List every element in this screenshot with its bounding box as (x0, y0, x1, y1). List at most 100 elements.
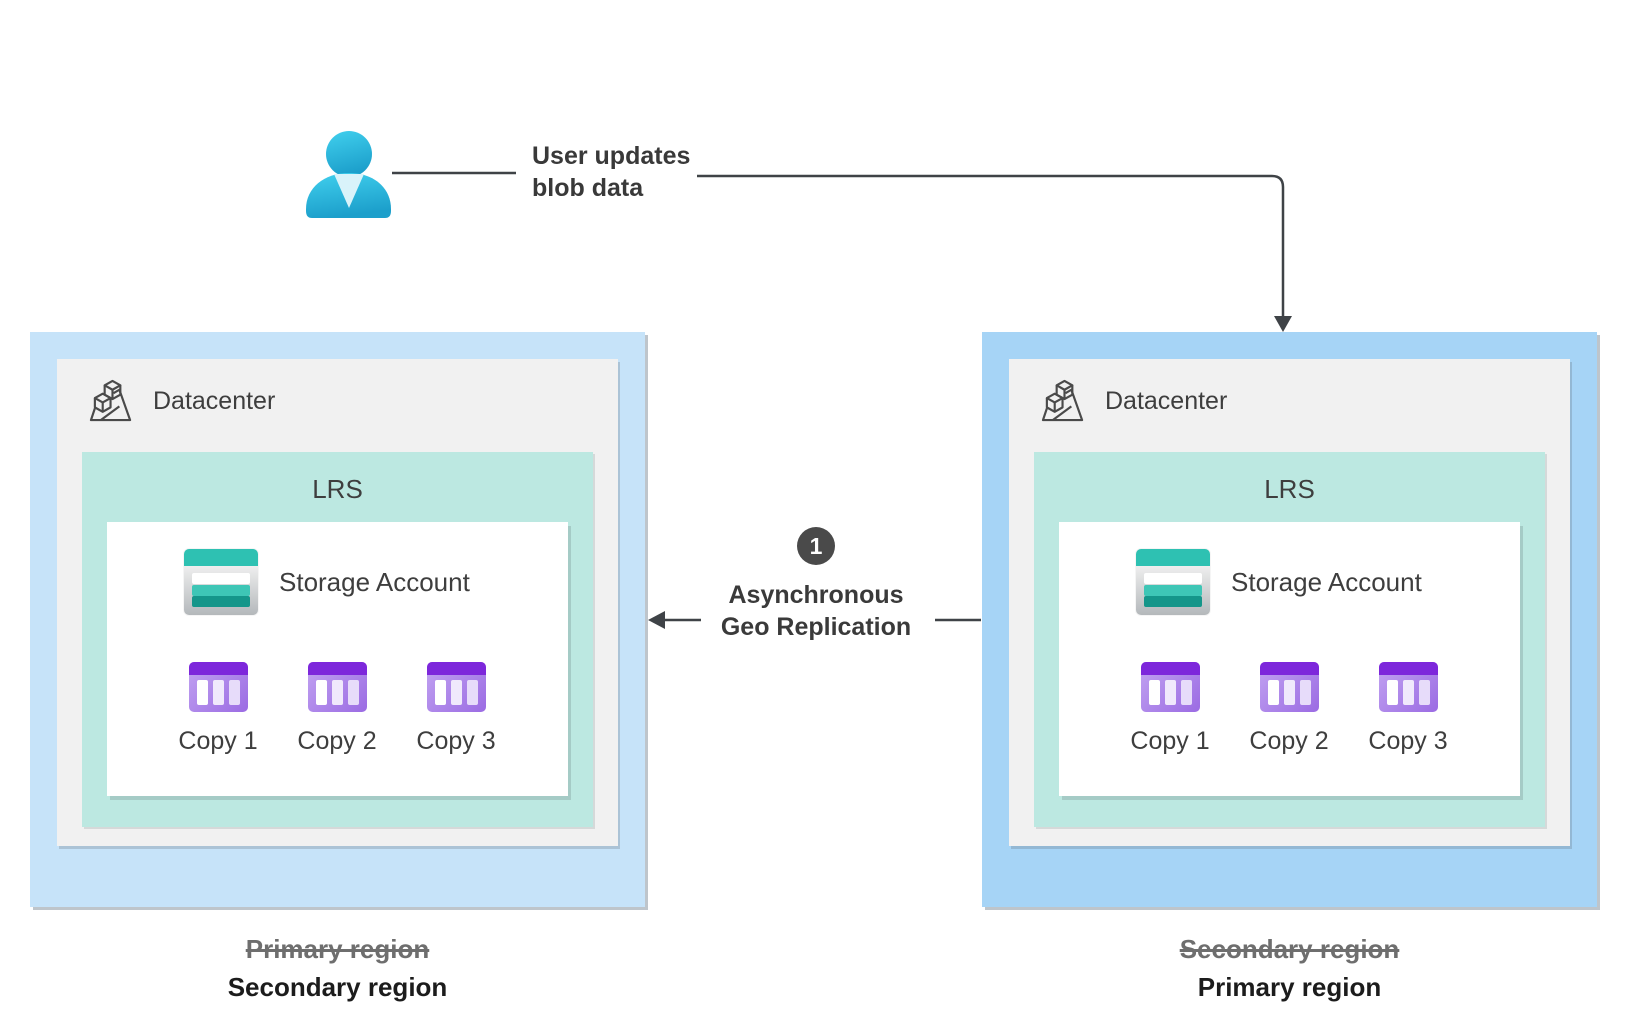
copy-icon-columns (1260, 675, 1319, 712)
copy-label: Copy 3 (416, 727, 496, 755)
table-copy-icon (1259, 662, 1319, 712)
geo-replication-arrowhead-icon (648, 611, 665, 629)
copy-icon-columns (1141, 675, 1200, 712)
copy-icon-column (228, 680, 240, 705)
table-copy-icon (1140, 662, 1200, 712)
datacenter-icon (89, 378, 136, 425)
table-copy-icon (188, 662, 248, 712)
copy-icon-header (1140, 662, 1200, 675)
region-left-box: Datacenter LRS (30, 332, 645, 907)
region-previous-role-label: Primary region (245, 934, 430, 964)
copy-icon-column (1148, 680, 1160, 705)
copy-icon-header (188, 662, 248, 675)
storage-account-row: Storage Account (1136, 549, 1422, 615)
lrs-box: LRS Storage Account (1034, 452, 1545, 827)
storage-icon-rows (1136, 566, 1210, 615)
storage-icon-header (184, 549, 258, 566)
copy-icon-column (212, 680, 224, 705)
copy-icon-header (1259, 662, 1319, 675)
storage-icon-row (1144, 584, 1202, 596)
datacenter-label: Datacenter (153, 386, 276, 415)
user-note-label: User updates blob data (532, 140, 690, 204)
update-flow-arrowhead-icon (1274, 316, 1292, 332)
table-copy-icon (426, 662, 486, 712)
region-right: Datacenter LRS (982, 332, 1597, 1032)
user-note-line1: User updates (532, 142, 691, 170)
copy-icon-column (466, 680, 478, 705)
copy-icon-columns (308, 675, 367, 712)
copy-icon-columns (427, 675, 486, 712)
storage-account-icon (184, 549, 258, 615)
datacenter-panel: Datacenter LRS (1009, 359, 1570, 846)
storage-icon-row (192, 584, 250, 596)
region-left: Datacenter LRS (30, 332, 645, 1032)
copy-label: Copy 2 (297, 727, 377, 755)
storage-account-row: Storage Account (184, 549, 470, 615)
copy-icon-column (1418, 680, 1430, 705)
copy-label: Copy 1 (178, 727, 258, 755)
storage-account-label: Storage Account (279, 566, 470, 597)
copy-icon-column (450, 680, 462, 705)
datacenter-header: Datacenter (89, 372, 275, 430)
user-person-icon (303, 124, 393, 219)
region-previous-role-label: Secondary region (1179, 934, 1400, 964)
region-right-box: Datacenter LRS (982, 332, 1597, 907)
copy-icon-column (1299, 680, 1311, 705)
storage-icon-row (1144, 596, 1202, 607)
copy-icon-header (426, 662, 486, 675)
copy-icon-header (1378, 662, 1438, 675)
storage-icon-row (192, 596, 250, 607)
copy-item: Copy 3 (1352, 662, 1464, 756)
region-current-role-label: Secondary region (227, 972, 448, 1002)
copy-icon-column (1402, 680, 1414, 705)
copy-label: Copy 1 (1130, 727, 1210, 755)
storage-icon-rows (184, 566, 258, 615)
copy-icon-column (1164, 680, 1176, 705)
copy-icon-column (1267, 680, 1279, 705)
datacenter-label: Datacenter (1105, 386, 1228, 415)
copy-icon-column (347, 680, 359, 705)
copy-icon-columns (189, 675, 248, 712)
copy-icon-columns (1379, 675, 1438, 712)
storage-account-label: Storage Account (1231, 566, 1422, 597)
storage-account-icon (1136, 549, 1210, 615)
table-copy-icon (1378, 662, 1438, 712)
copy-icon-column (1180, 680, 1192, 705)
copy-icon-column (196, 680, 208, 705)
copy-label: Copy 2 (1249, 727, 1329, 755)
storage-icon-row (1144, 573, 1202, 584)
user-note-line2: blob data (532, 174, 644, 202)
datacenter-panel: Datacenter LRS (57, 359, 618, 846)
copy-item: Copy 1 (1114, 662, 1226, 756)
copy-icon-column (434, 680, 446, 705)
copy-icon-column (1283, 680, 1295, 705)
geo-replication-line1: Asynchronous (728, 581, 904, 609)
copy-icon-column (315, 680, 327, 705)
copy-icon-column (331, 680, 343, 705)
copies-row: Copy 1 (162, 662, 512, 756)
step-badge: 1 (797, 527, 835, 565)
update-flow-arrow-line (697, 174, 1285, 317)
copy-icon-column (1386, 680, 1398, 705)
copy-item: Copy 2 (1233, 662, 1345, 756)
table-copy-icon (307, 662, 367, 712)
datacenter-header: Datacenter (1041, 372, 1227, 430)
geo-replication-label: Asynchronous Geo Replication (666, 579, 966, 643)
copy-icon-header (307, 662, 367, 675)
storage-icon-row (192, 573, 250, 584)
lrs-box: LRS Storage Account (82, 452, 593, 827)
datacenter-icon (1041, 378, 1088, 425)
geo-replication-line2: Geo Replication (720, 613, 912, 641)
copies-row: Copy 1 (1114, 662, 1464, 756)
lrs-label: LRS (1264, 474, 1315, 504)
copy-item: Copy 3 (400, 662, 512, 756)
copy-item: Copy 1 (162, 662, 274, 756)
copy-item: Copy 2 (281, 662, 393, 756)
lrs-label: LRS (312, 474, 363, 504)
storage-icon-header (1136, 549, 1210, 566)
storage-card: Storage Account (107, 522, 568, 796)
region-current-role-label: Primary region (1197, 972, 1382, 1002)
step-number: 1 (809, 532, 823, 559)
copy-label: Copy 3 (1368, 727, 1448, 755)
